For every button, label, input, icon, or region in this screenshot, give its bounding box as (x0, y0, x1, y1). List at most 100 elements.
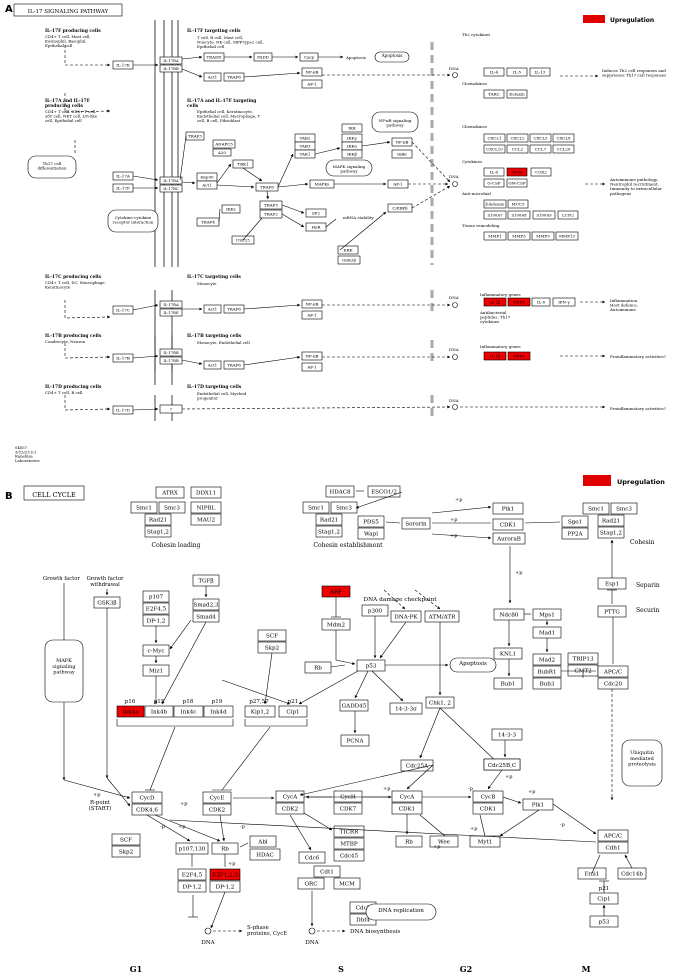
defensin-box (483, 199, 507, 209)
mmp-box (483, 231, 507, 241)
chemokine-box (552, 133, 575, 143)
ikba-box (391, 149, 413, 159)
mad2: Mad2 (539, 658, 556, 664)
bub1: Bub1 (501, 682, 516, 688)
edge (181, 359, 203, 365)
cdc45-box (333, 849, 365, 862)
ink4-label: p15 (154, 699, 165, 705)
edge (591, 854, 601, 874)
cdc7: Cdc7 (356, 906, 371, 912)
dna-node (452, 181, 458, 187)
hsp90: Hsp90 (200, 174, 214, 179)
miz1: Miz1 (149, 669, 163, 675)
hur: HuR (311, 224, 321, 229)
esco: ESCO1/2 (371, 490, 397, 496)
ubiquitin-pathway-box (621, 739, 663, 787)
ikka: IKKα (347, 143, 358, 148)
sf2-box (305, 208, 327, 218)
cox2: COX2 (535, 169, 547, 174)
bub3: Bub3 (540, 682, 555, 688)
nipbl: NIPBL (197, 506, 216, 512)
gcsf-box (483, 178, 505, 188)
cdc25a-box (400, 759, 434, 772)
kip12-box (244, 705, 276, 718)
p14-3-3s: 14-3-3σ (395, 707, 417, 713)
cmyc: c-Myc (147, 649, 164, 655)
edge (277, 153, 294, 188)
il17ra: IL-17RA (163, 59, 179, 63)
edge (132, 304, 159, 311)
orc-box (297, 877, 325, 890)
il6: IL-6 (537, 299, 546, 304)
cyce: CycE (210, 796, 225, 802)
plk1-box (522, 798, 554, 811)
il1b-upregulated: IL-1β (490, 299, 501, 304)
sororin: Sororin (405, 522, 427, 528)
cdk46: CDK4,6 (136, 808, 158, 814)
dna-label: DNA (449, 66, 459, 71)
edge (330, 664, 346, 668)
mcm: MCM (339, 882, 355, 888)
edge (132, 354, 159, 359)
traf6: TRAF6 (227, 306, 241, 311)
pcna: PCNA (347, 739, 365, 745)
producer-desc: Condrocyte, Neuron (45, 339, 86, 344)
edge (411, 185, 451, 209)
th2-cytokine-box (506, 67, 528, 77)
panel-a-title-box (13, 3, 123, 17)
wapl: Wapl (364, 532, 378, 538)
act1: Act1 (207, 306, 217, 311)
dp12b: DP-1,2 (183, 885, 202, 891)
edge (487, 769, 503, 790)
mapk-pathway-box (44, 639, 84, 703)
traf2: TRAF2 (264, 211, 278, 216)
cdc20: Cdc20 (604, 682, 623, 688)
cip-bracket (244, 719, 308, 727)
il17rb-box (159, 348, 183, 357)
il17rb-box (159, 64, 183, 73)
edge (524, 521, 561, 524)
edge (499, 809, 540, 837)
wee: Wee (438, 840, 451, 846)
smc1-box (582, 502, 610, 515)
phospho-mark: +p (528, 789, 535, 795)
ink4-label: p19 (212, 699, 223, 705)
pttg-box (597, 605, 627, 618)
s100a7: S100A7 (487, 212, 503, 217)
apcc-box (597, 665, 629, 678)
panel-a-letter: A (5, 4, 13, 15)
abl: Abl (257, 840, 268, 846)
act1-box (203, 360, 222, 370)
traf6: TRAF6 (227, 74, 241, 79)
tab2: TAB2 (300, 135, 311, 140)
sororin-box (401, 517, 431, 530)
ikke-box (221, 204, 241, 214)
nfkb-box (301, 351, 323, 361)
edge (64, 45, 111, 67)
cycb-box (472, 790, 504, 803)
stag-box (144, 525, 172, 538)
antimicrobial-title: Anti-microbial (461, 191, 492, 196)
panel-b-letter: B (5, 491, 13, 502)
il17a: IL-17A (116, 173, 130, 178)
apoptosis-a-box (374, 51, 410, 63)
cdk1-box (492, 518, 524, 531)
dna-replication-box (365, 903, 437, 921)
cyca-box (391, 790, 423, 803)
tnfa-upregulated-box (507, 351, 531, 361)
smad23-box (192, 598, 220, 611)
edge (355, 491, 403, 509)
a20-box (212, 148, 232, 157)
phospho-mark: +p (470, 826, 477, 832)
proinflam: Proinflammatory activities? (610, 354, 666, 359)
edge (371, 670, 404, 702)
edge (354, 670, 369, 699)
edge (314, 147, 341, 155)
ifng-box (552, 297, 576, 307)
edge (414, 589, 441, 610)
hdac-box (249, 848, 281, 861)
scf: SCF (120, 838, 132, 844)
esco-box (367, 485, 401, 498)
